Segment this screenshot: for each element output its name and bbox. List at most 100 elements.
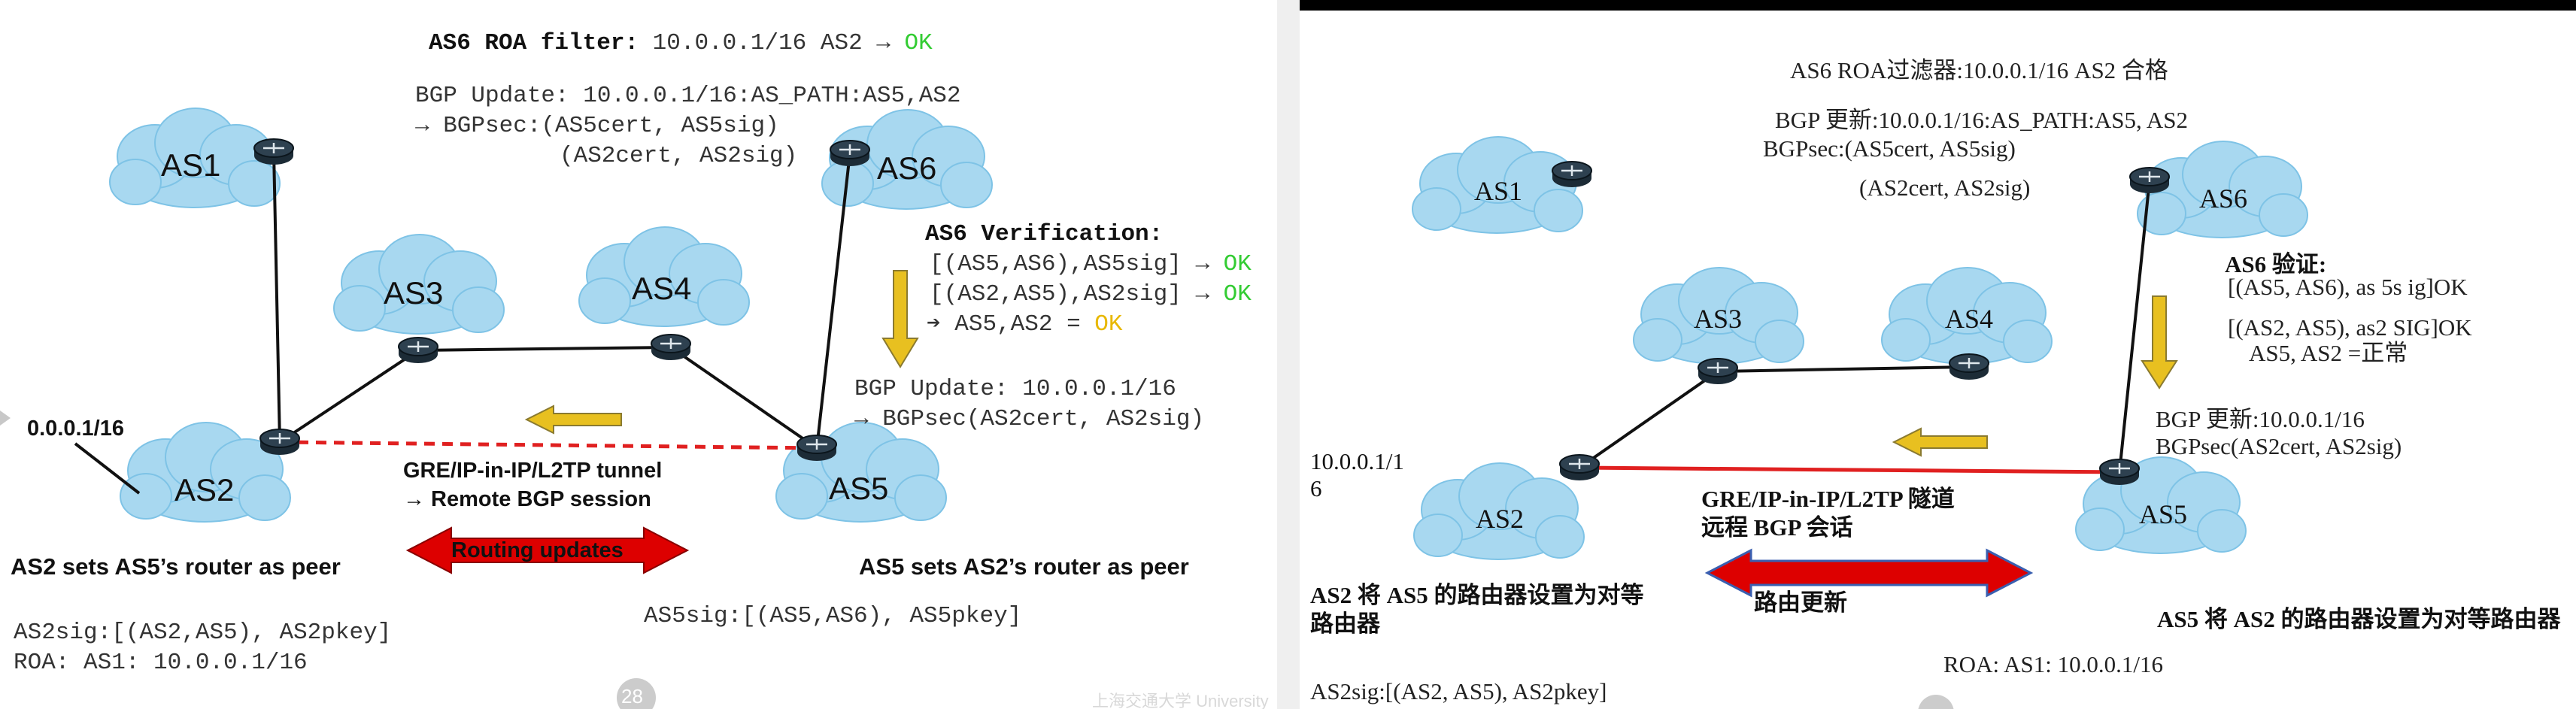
link-as4-as5 [669, 346, 818, 450]
network-diagram-left [0, 108, 993, 709]
as2-label-r: AS2 [1476, 504, 1525, 534]
as6-roa-filter-label: AS6 ROA filter: [429, 30, 639, 56]
as6-label-r: AS6 [2199, 183, 2248, 214]
tunnel-line2-r: 远程 BGP 会话 [1701, 514, 1853, 541]
bgp-update-line1-r: BGP 更新:10.0.0.1/16:AS_PATH:AS5, AS2 [1775, 107, 2188, 133]
verif-line1-ok: OK [1223, 251, 1252, 277]
verif-line3-ok: OK [1094, 311, 1123, 338]
as1-label: AS1 [161, 147, 221, 183]
bgp-update2-line1: BGP Update: 10.0.0.1/16 [854, 376, 1176, 402]
as4-router-icon-r [1948, 353, 1990, 381]
prefix-line2-r: 6 [1310, 475, 1322, 501]
as2-peer-caption-line1-r: AS2 将 AS5 的路由器设置为对等 [1310, 582, 1644, 608]
link-as3-as4-r [1717, 365, 1970, 373]
as4-label-r: AS4 [1945, 304, 1994, 334]
as6-label: AS6 [877, 150, 937, 186]
down-arrow-icon [881, 270, 919, 368]
as2-label: AS2 [174, 472, 235, 508]
as6-router-icon-r [2128, 166, 2171, 195]
verif-line3: ➔ AS5,AS2 = OK [927, 311, 1123, 338]
as3-label-r: AS3 [1694, 304, 1743, 334]
prefix-label: 0.0.0.1/16 [27, 417, 124, 441]
link-as5-as6-r [2118, 180, 2151, 473]
as5-label: AS5 [829, 471, 889, 506]
as5-label-r: AS5 [2139, 499, 2188, 529]
right-panel-chinese: AS1 AS3 AS4 AS6 AS2 AS5 AS6 ROA过滤器:10.0.… [1300, 0, 2576, 709]
as6-roa-filter: AS6 ROA filter: 10.0.0.1/16 AS2 → OK [429, 30, 933, 57]
as6-router-icon [829, 139, 871, 168]
as3-router-icon [397, 336, 439, 365]
as3-router-icon-r [1697, 357, 1739, 386]
as1-router-icon [253, 138, 295, 166]
as4-label: AS4 [632, 271, 692, 306]
page-number-badge [617, 678, 656, 709]
verif-line2-text: [(AS2,AS5),AS2sig] → [930, 281, 1224, 308]
as5-router-icon [796, 434, 838, 462]
bgp-update-line2-r: BGPsec:(AS5cert, AS5sig) [1763, 135, 2016, 162]
roa: ROA: AS1: 10.0.0.1/16 [14, 650, 308, 676]
as2sig: AS2sig:[(AS2,AS5), AS2pkey] [14, 620, 392, 646]
left-arrow-icon [524, 404, 622, 435]
as5sig: AS5sig:[(AS5,AS6), AS5pkey] [644, 603, 1022, 629]
as3-label: AS3 [384, 275, 444, 311]
link-as1-as2 [272, 151, 281, 443]
bgp-update-line1: BGP Update: 10.0.0.1/16:AS_PATH:AS5,AS2 [415, 83, 961, 109]
tunnel-solid-line [1579, 465, 2120, 474]
verif-line3-r: AS5, AS2 =正常 [2249, 340, 2408, 366]
as5-peer-caption: AS5 sets AS2’s router as peer [859, 553, 1189, 580]
link-as3-as4 [417, 346, 672, 352]
verif-line2-ok: OK [1223, 281, 1252, 308]
prefix-stub-line [74, 442, 141, 495]
verif-line1-text: [(AS5,AS6),AS5sig] → [930, 251, 1224, 277]
verif-line1-r: [(AS5, AS6), as 5s ig]OK [2228, 274, 2468, 300]
top-black-bar [1300, 0, 2576, 11]
as6-verification-title: AS6 Verification: [925, 221, 1164, 247]
as2-peer-caption-line2-r: 路由器 [1310, 611, 1380, 637]
page-number-badge-r [1918, 695, 1954, 709]
panel-divider [1277, 0, 1300, 709]
page-number: 28 [621, 685, 643, 707]
left-arrow-icon-r [1892, 427, 1988, 457]
verif-line3-text: ➔ AS5,AS2 = [927, 311, 1095, 338]
link-as2-as3 [278, 349, 420, 444]
bgp-update2-line2-r: BGPsec(AS2cert, AS2sig) [2156, 433, 2402, 459]
as2sig-r: AS2sig:[(AS2, AS5), AS2pkey] [1310, 678, 1607, 704]
bgp-update-line2: → BGPsec:(AS5cert, AS5sig) [415, 113, 779, 139]
as6-roa-filter-ok: OK [904, 30, 933, 56]
routing-updates-double-arrow-icon-r [1704, 548, 2034, 598]
as2-peer-caption: AS2 sets AS5’s router as peer [11, 553, 341, 580]
as5-peer-caption-r: AS5 将 AS2 的路由器设置为对等路由器 [2157, 606, 2561, 632]
down-arrow-icon-r [2141, 295, 2178, 389]
routing-updates-double-arrow-icon [405, 526, 690, 574]
prev-page-icon [0, 411, 11, 426]
as6-verification-title-r: AS6 验证: [2225, 251, 2327, 277]
link-as5-as6 [815, 153, 851, 449]
link-as2-as3-r [1578, 370, 1719, 469]
network-diagram-right [1412, 136, 2308, 709]
tunnel-line1-r: GRE/IP-in-IP/L2TP 隧道 [1701, 486, 1955, 512]
bgp-update-line3: (AS2cert, AS2sig) [560, 143, 798, 169]
verif-line1: [(AS5,AS6),AS5sig] → OK [930, 251, 1252, 278]
as1-router-icon-r [1551, 160, 1593, 189]
as2-router-icon-r [1558, 453, 1601, 482]
verif-line2-r: [(AS2, AS5), as2 SIG]OK [2228, 314, 2472, 341]
as6-roa-filter-text: 10.0.0.1/16 AS2 → [639, 30, 905, 56]
tunnel-dashed-line [279, 440, 818, 450]
left-panel-english: AS1 AS3 AS4 AS6 AS2 AS5 AS6 ROA filter: … [0, 0, 1277, 709]
as4-router-icon [650, 333, 692, 362]
prefix-line1-r: 10.0.0.1/1 [1310, 448, 1404, 474]
as1-label-r: AS1 [1474, 176, 1523, 206]
verif-line2: [(AS2,AS5),AS2sig] → OK [930, 281, 1252, 308]
tunnel-line1: GRE/IP-in-IP/L2TP tunnel [403, 459, 663, 483]
routing-updates-label: Routing updates [451, 538, 624, 562]
bgp-update-line3-r: (AS2cert, AS2sig) [1859, 174, 2031, 201]
tunnel-line2: → Remote BGP session [403, 487, 651, 511]
watermark: 上海交通大学 University [1092, 692, 1269, 709]
as5-router-icon-r [2098, 458, 2141, 486]
routing-updates-label-r: 路由更新 [1754, 589, 1847, 616]
as6-roa-filter-r: AS6 ROA过滤器:10.0.0.1/16 AS2 合格 [1790, 57, 2168, 83]
bgp-update2-line1-r: BGP 更新:10.0.0.1/16 [2156, 406, 2365, 432]
as2-router-icon [259, 428, 301, 456]
bgp-update2-line2: → BGPsec(AS2cert, AS2sig) [854, 406, 1205, 432]
roa-r: ROA: AS1: 10.0.0.1/16 [1943, 651, 2163, 677]
